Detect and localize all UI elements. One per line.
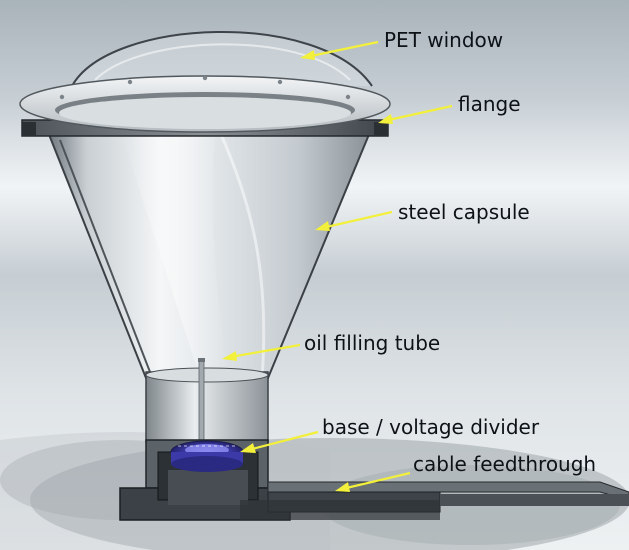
flange xyxy=(19,75,391,137)
arrowhead-oil-filling-tube xyxy=(222,351,237,361)
voltage-divider xyxy=(170,440,244,472)
label-base-voltage-divider: base / voltage divider xyxy=(322,415,540,439)
arrow-base-voltage-divider xyxy=(247,430,319,452)
label-steel-capsule: steel capsule xyxy=(398,200,530,224)
arrow-oil-filling-tube xyxy=(229,343,301,359)
arrow-pet-window xyxy=(305,40,379,59)
arrowhead-pet-window xyxy=(300,50,315,60)
arrow-flange xyxy=(383,104,453,123)
label-oil-filling-tube: oil filling tube xyxy=(304,331,440,355)
steel-capsule-cone xyxy=(46,131,372,379)
annotation-arrows xyxy=(222,40,453,492)
arrowhead-flange xyxy=(378,114,393,124)
label-cable-feedthrough: cable feedthrough xyxy=(413,452,596,476)
arrowhead-cable-feedthrough xyxy=(335,482,350,492)
capsule-neck xyxy=(145,367,269,443)
arrowhead-steel-capsule xyxy=(315,221,330,231)
oil-filling-tube xyxy=(198,358,205,443)
label-flange: flange xyxy=(458,92,521,116)
label-pet-window: PET window xyxy=(384,28,503,52)
arrow-cable-feedthrough xyxy=(341,471,411,491)
arrow-steel-capsule xyxy=(321,210,393,230)
arrowhead-base-voltage-divider xyxy=(240,443,256,453)
cable-feedthrough xyxy=(240,481,629,520)
pet-window-dome xyxy=(71,31,373,87)
